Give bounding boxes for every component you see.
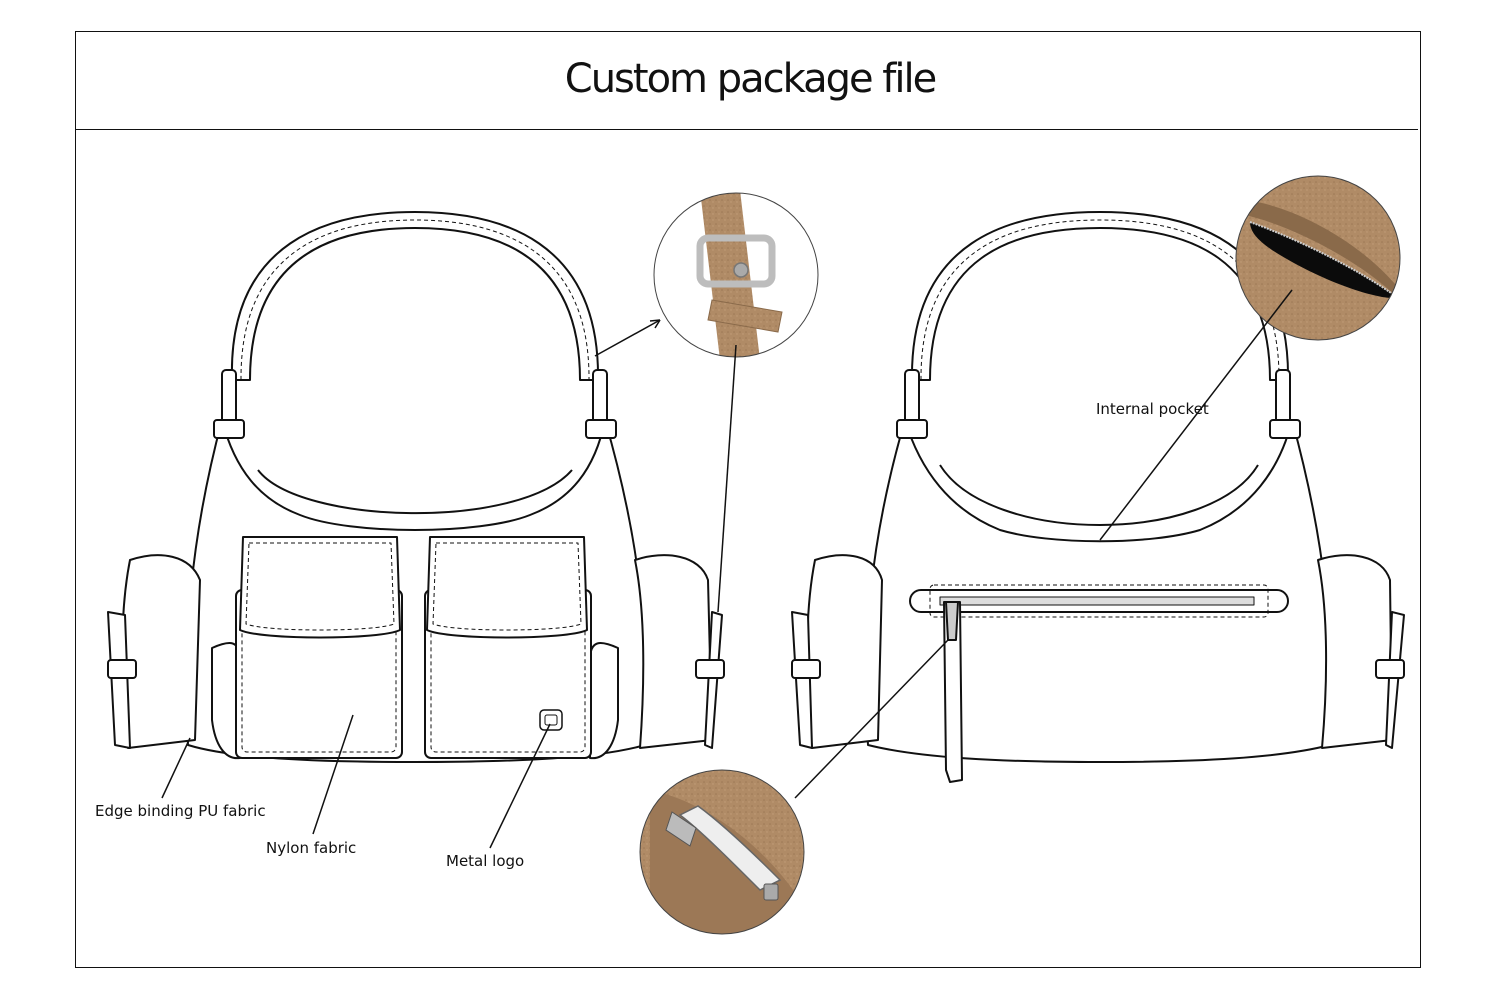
detail-zipper-pull — [640, 770, 804, 934]
front-right-flap — [426, 536, 588, 639]
front-right-side-pocket — [634, 554, 713, 749]
callout-line-strap — [594, 319, 661, 357]
label-nylon-fabric: Nylon fabric — [266, 839, 357, 857]
callout-line-logo — [489, 723, 551, 849]
back-strap — [910, 211, 1290, 381]
callout-line-zipper — [794, 639, 949, 799]
back-bag — [791, 211, 1405, 783]
detail-strap-buckle — [654, 193, 818, 357]
label-internal-pocket: Internal pocket — [1096, 400, 1209, 418]
metal-logo — [539, 709, 563, 731]
front-left-side-pocket — [121, 554, 201, 749]
callout-line-pocket — [1099, 289, 1293, 541]
page-frame — [75, 31, 1421, 968]
front-left-flap — [239, 536, 401, 639]
front-bag — [107, 211, 725, 763]
front-strap — [230, 211, 600, 381]
detail-circle-strap — [653, 192, 819, 358]
detail-internal-pocket — [1236, 176, 1400, 340]
detail-circle-pocket — [1235, 175, 1401, 341]
label-metal-logo: Metal logo — [446, 852, 525, 870]
callout-line-nylon — [312, 714, 354, 835]
detail-circle-zipper — [639, 769, 805, 935]
callout-line-edge — [161, 737, 191, 799]
page-title: Custom package file — [564, 56, 937, 102]
label-edge-binding: Edge binding PU fabric — [95, 802, 266, 820]
title-divider — [75, 129, 1418, 130]
callout-line-strap-side — [717, 344, 737, 613]
